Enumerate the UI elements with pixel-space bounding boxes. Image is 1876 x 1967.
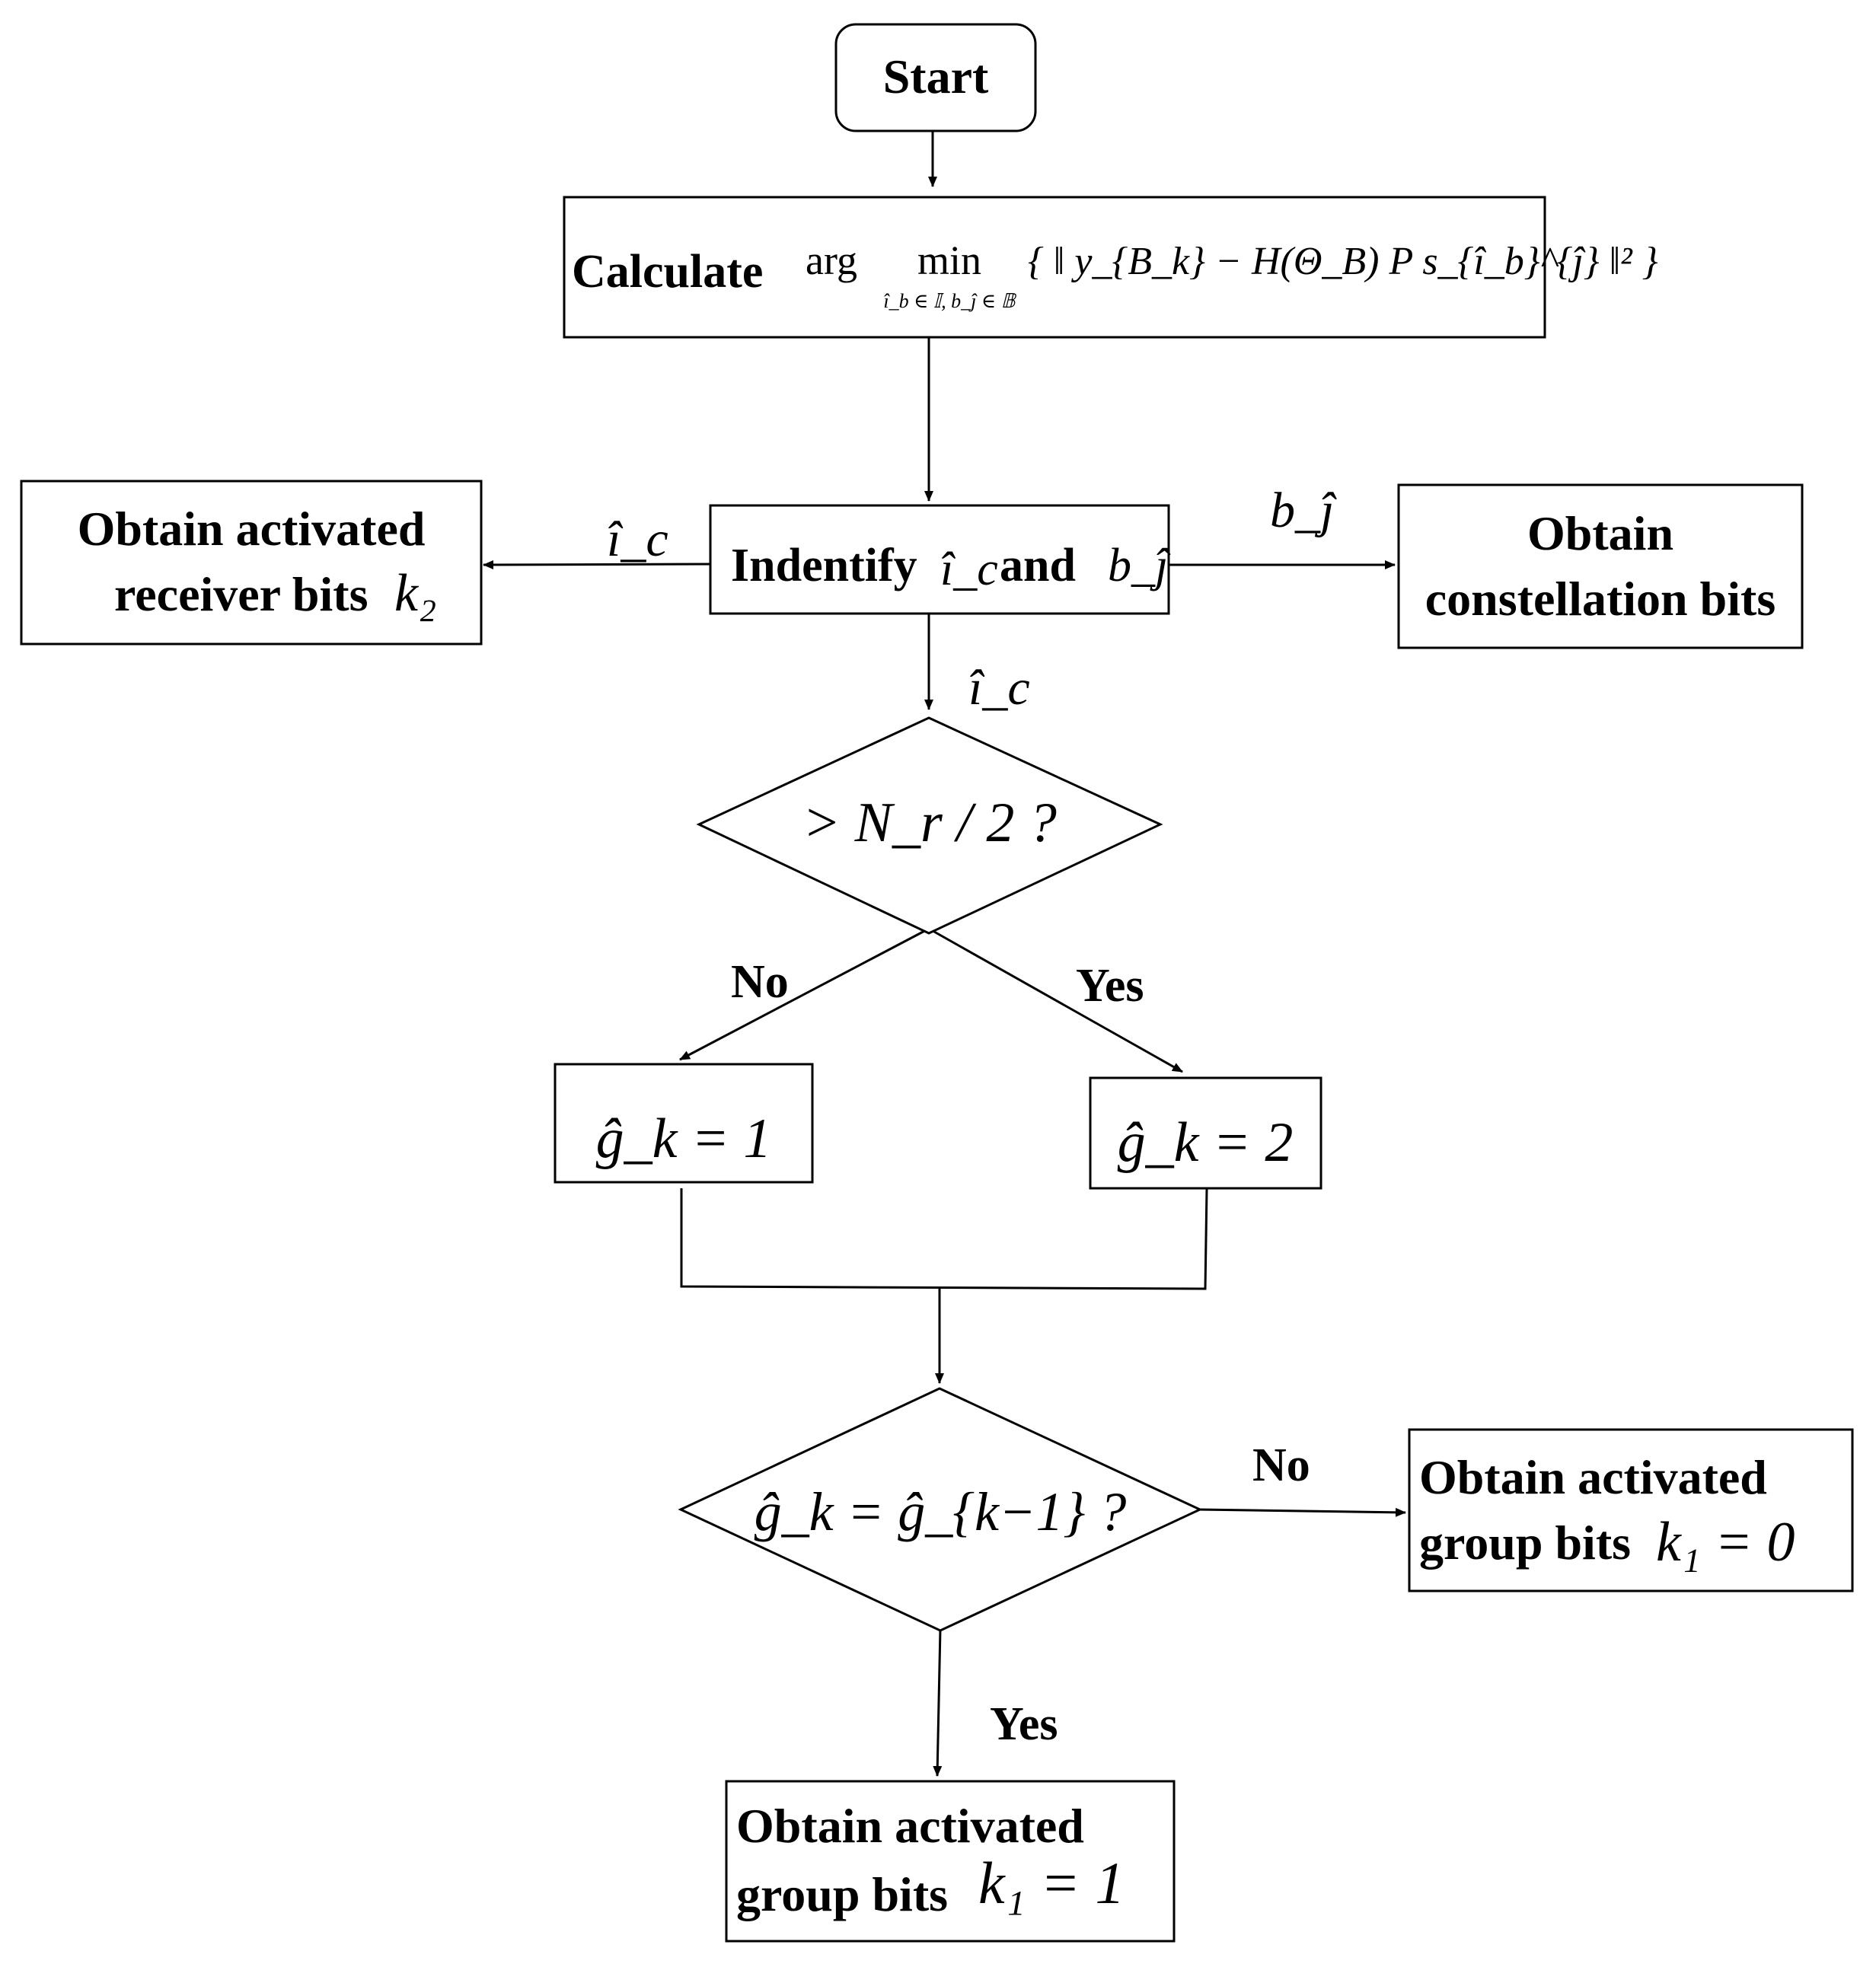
identify-and: and	[1000, 540, 1076, 591]
g-two-node: ĝ_k = 2	[1089, 1076, 1322, 1190]
constellation-bits-line1: Obtain	[1527, 506, 1673, 560]
edge-label-to-decision: î_c	[968, 660, 1030, 716]
edge-labels: î_c b_ĵ î_c No Yes No Yes	[607, 483, 1337, 1750]
group-bits-one-line2: group bits	[736, 1867, 948, 1921]
calculate-label: Calculate	[572, 246, 763, 298]
edge-label-yes-right: Yes	[1076, 960, 1144, 1012]
calculate-min: min	[917, 238, 981, 283]
edge-label-no-group: No	[1252, 1439, 1310, 1491]
edge-decision-g-yes	[933, 1628, 943, 1777]
g-one-node: ĝ_k = 1	[554, 1063, 814, 1184]
edge-label-yes-group: Yes	[990, 1698, 1058, 1750]
identify-node: Indentify î_c and b_ĵ	[709, 504, 1171, 615]
receiver-bits-line1: Obtain activated	[78, 502, 426, 556]
edge-decision-yes	[928, 927, 1183, 1073]
start-node: Start	[834, 23, 1037, 132]
calculate-arg: arg	[806, 238, 857, 283]
receiver-bits-line2: receiver bits	[114, 567, 368, 621]
group-bits-zero-var: k₁ = 0	[1656, 1511, 1795, 1573]
edge-decision-no	[679, 927, 930, 1061]
edge-merge	[680, 1188, 1208, 1290]
constellation-bits-node: Obtain constellation bits	[1397, 483, 1804, 649]
receiver-bits-node: Obtain activated receiver bits k₂	[20, 480, 483, 646]
g-one-text: ĝ_k = 1	[596, 1108, 772, 1170]
edge-label-to-receiver: î_c	[607, 512, 668, 567]
start-label: Start	[883, 49, 989, 104]
edge-decision-g-no	[1197, 1507, 1406, 1517]
calculate-min-subscript: î_b ∈ 𝕀, b_ĵ ∈ 𝔹	[883, 290, 1016, 312]
decision-nr-node: > N_r / 2 ?	[696, 716, 1163, 935]
group-bits-one-var: k₁ = 1	[978, 1850, 1125, 1916]
decision-g-node: ĝ_k = ĝ_{k−1} ?	[678, 1387, 1203, 1632]
group-bits-one-node: Obtain activated group bits k₁ = 1	[725, 1780, 1176, 1943]
group-bits-zero-line2: group bits	[1419, 1516, 1631, 1570]
group-bits-zero-node: Obtain activated group bits k₁ = 0	[1408, 1428, 1854, 1592]
identify-i-hat: î_c	[940, 544, 998, 595]
edges	[483, 131, 1406, 1777]
identify-b-hat: b_ĵ	[1108, 540, 1171, 591]
calculate-node: Calculate arg min î_b ∈ 𝕀, b_ĵ ∈ 𝔹 { ‖ y…	[563, 196, 1658, 339]
calculate-objective: { ‖ y_{B_k} − H(Θ_B) P s_{î_b}^{ĵ} ‖² }	[1028, 240, 1658, 283]
group-bits-zero-line1: Obtain activated	[1419, 1450, 1767, 1504]
group-bits-one-line1: Obtain activated	[736, 1799, 1084, 1853]
identify-word: Indentify	[731, 540, 917, 591]
receiver-bits-var: k₂	[394, 564, 436, 623]
edge-label-to-constellation: b_ĵ	[1270, 483, 1337, 538]
edge-label-no-left: No	[731, 956, 789, 1008]
g-two-text: ĝ_k = 2	[1118, 1111, 1294, 1174]
constellation-bits-line2: constellation bits	[1425, 572, 1776, 626]
decision-nr-text: > N_r / 2 ?	[802, 792, 1057, 854]
decision-g-text: ĝ_k = ĝ_{k−1} ?	[755, 1481, 1127, 1542]
edge-identify-to-receiver	[483, 559, 711, 569]
